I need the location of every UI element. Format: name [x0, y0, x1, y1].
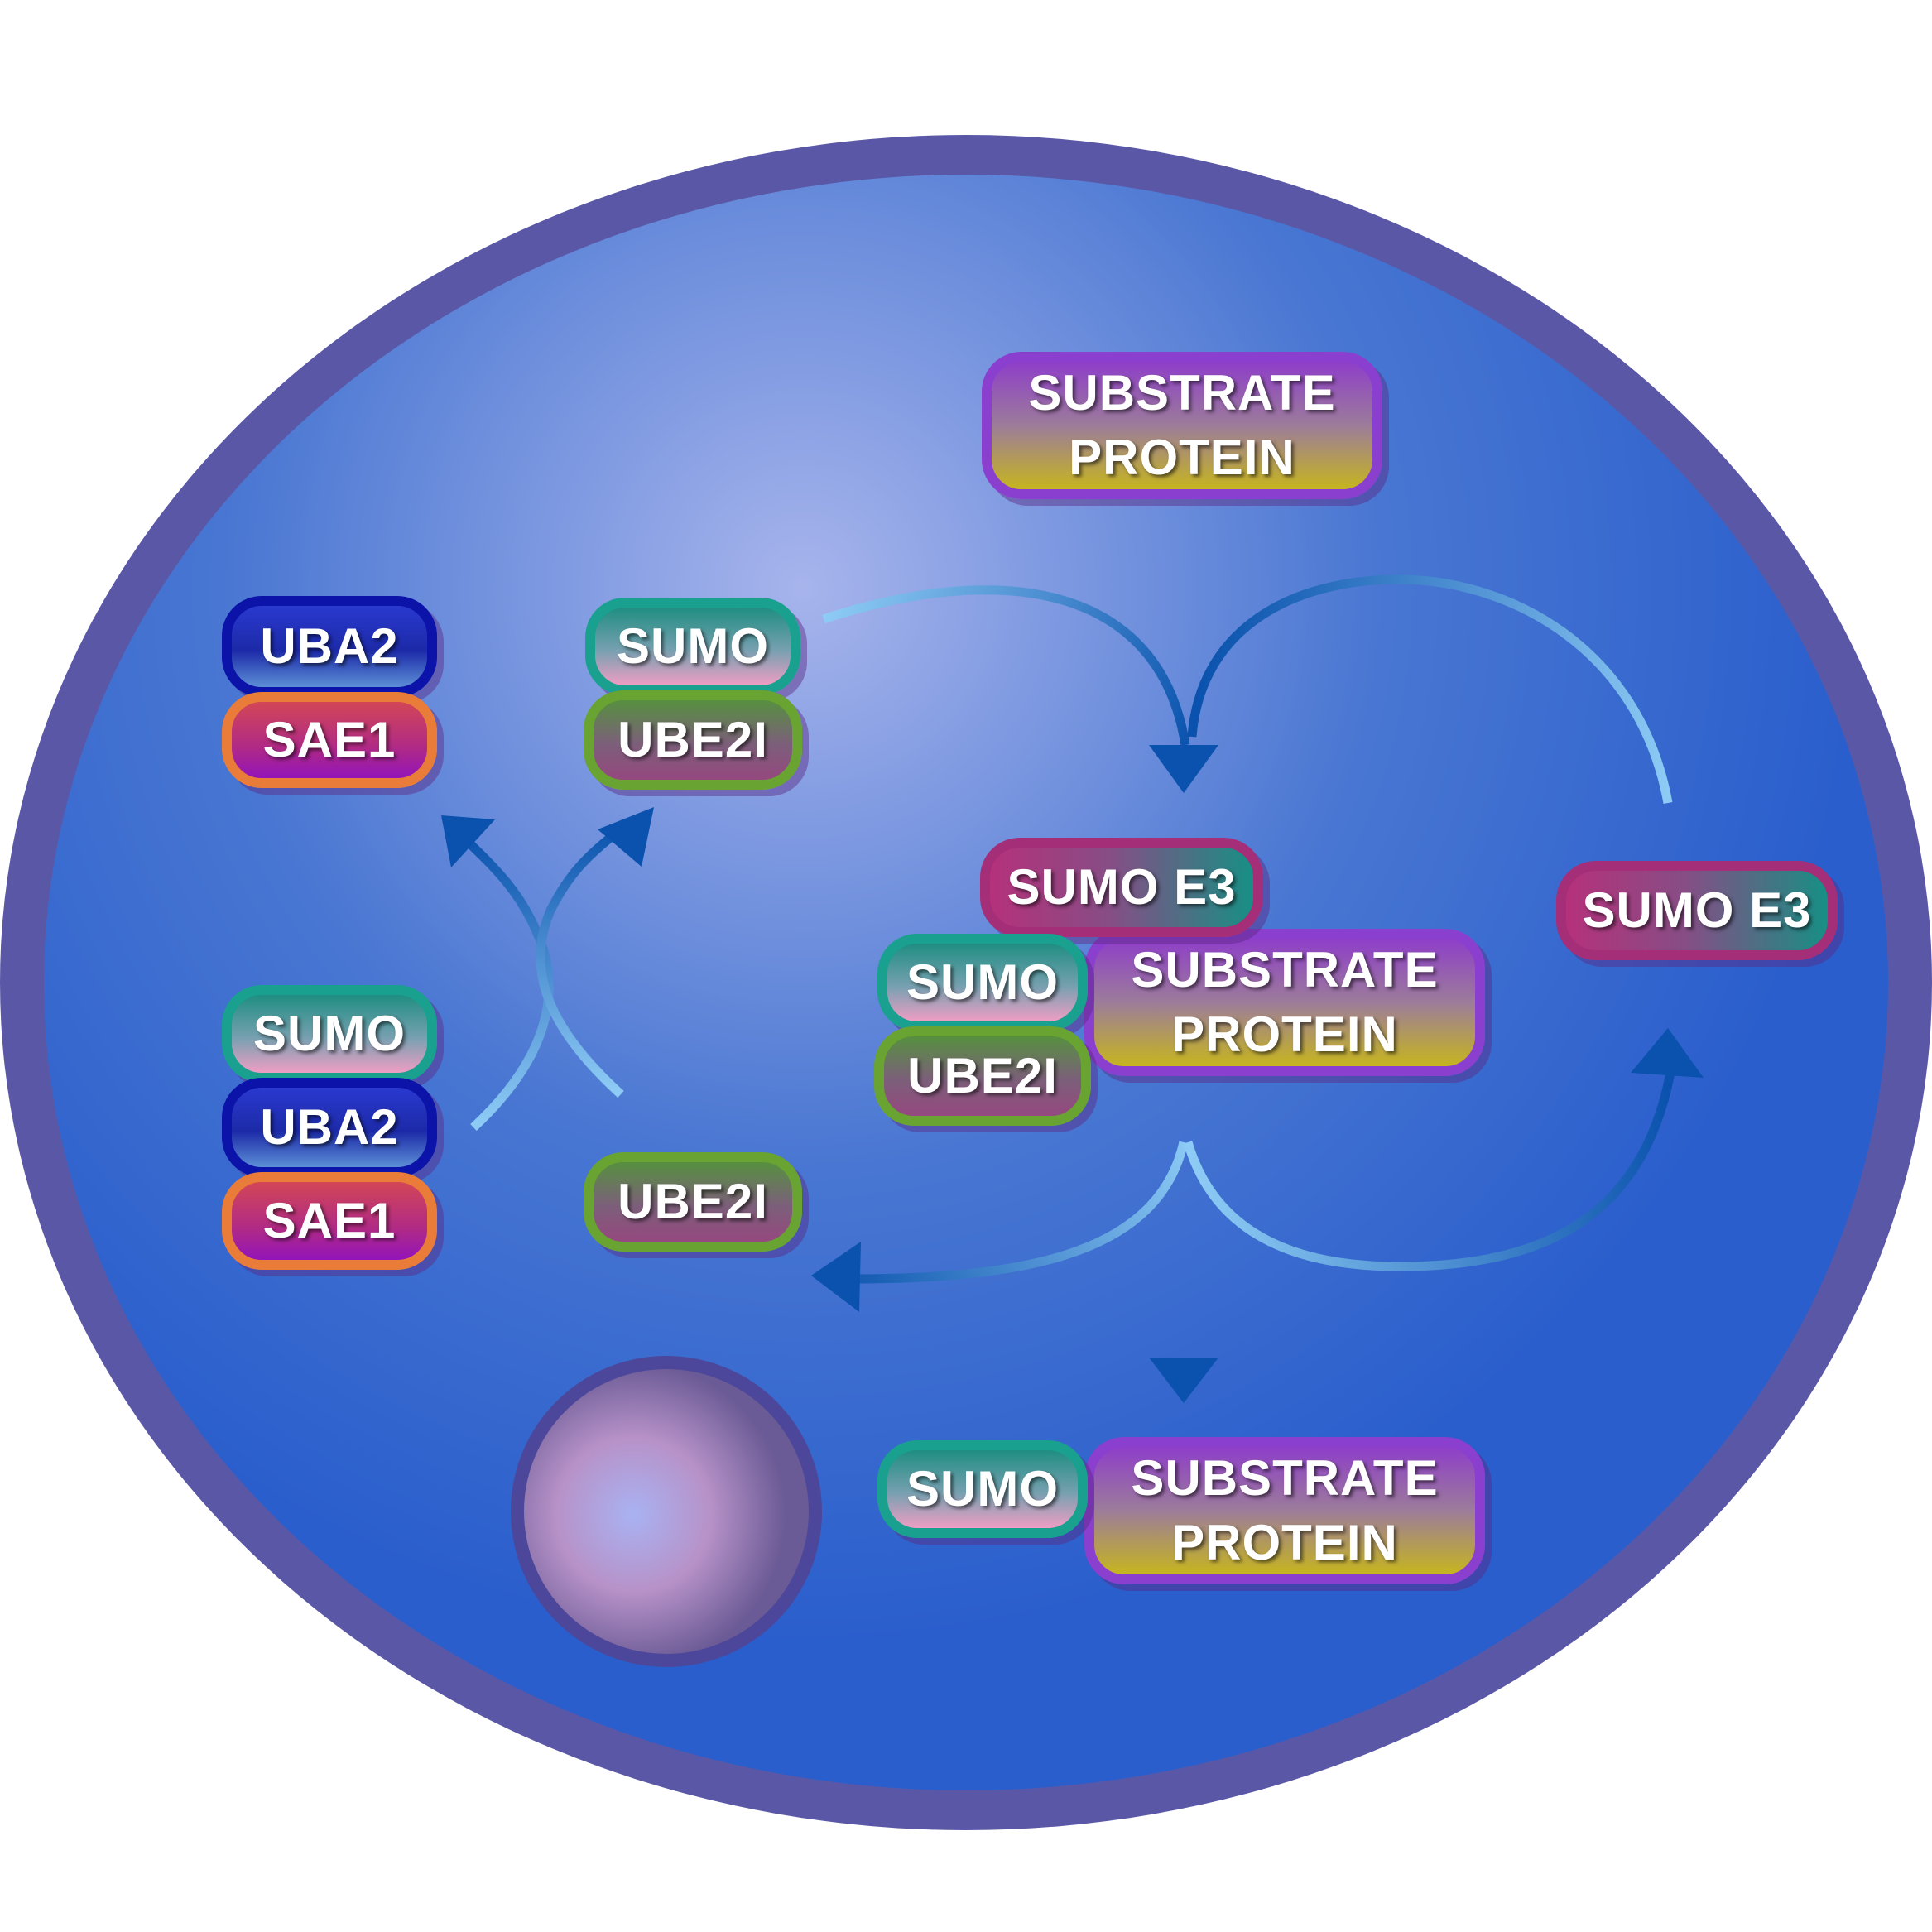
sumo-e3-protein: SUMO E3	[980, 838, 1263, 937]
sumo-label: SUMO	[906, 1457, 1059, 1521]
sumo-label: SUMO	[253, 1002, 406, 1066]
sumo-e3-protein: SUMO E3	[1556, 861, 1838, 960]
ube2i-protein: UBE2I	[584, 1152, 802, 1252]
substrate-protein-label: SUBSTRATE PROTEIN	[1131, 1446, 1438, 1575]
substrate-protein: SUBSTRATE PROTEIN	[1084, 929, 1485, 1076]
uba2-protein: UBA2	[222, 596, 437, 697]
substrate-protein: SUBSTRATE PROTEIN	[982, 352, 1382, 499]
ube2i-label: UBE2I	[618, 1170, 768, 1234]
ube2i-protein: UBE2I	[584, 690, 802, 790]
ube2i-label: UBE2I	[618, 708, 768, 772]
sumo-label: SUMO	[906, 950, 1059, 1015]
uba2-label: UBA2	[260, 1095, 398, 1160]
sumo-e3-label: SUMO E3	[1007, 855, 1236, 920]
sumo-label: SUMO	[617, 614, 769, 679]
nucleus	[517, 1362, 815, 1660]
sumo-protein: SUMO	[877, 934, 1088, 1031]
uba2-protein: UBA2	[222, 1078, 437, 1177]
sae1-protein: SAE1	[222, 692, 437, 788]
ube2i-label: UBE2I	[907, 1044, 1058, 1108]
sae1-label: SAE1	[263, 708, 396, 772]
substrate-protein: SUBSTRATE PROTEIN	[1084, 1437, 1485, 1584]
substrate-protein-label: SUBSTRATE PROTEIN	[1028, 361, 1335, 490]
sae1-protein: SAE1	[222, 1172, 437, 1270]
sumo-protein: SUMO	[585, 598, 800, 695]
uba2-label: UBA2	[260, 614, 398, 679]
substrate-protein-label: SUBSTRATE PROTEIN	[1131, 938, 1438, 1067]
sae1-label: SAE1	[263, 1189, 396, 1253]
sumo-protein: SUMO	[222, 985, 437, 1083]
ube2i-protein: UBE2I	[874, 1026, 1091, 1126]
sumo-protein: SUMO	[877, 1440, 1088, 1538]
sumo-e3-label: SUMO E3	[1582, 878, 1811, 943]
